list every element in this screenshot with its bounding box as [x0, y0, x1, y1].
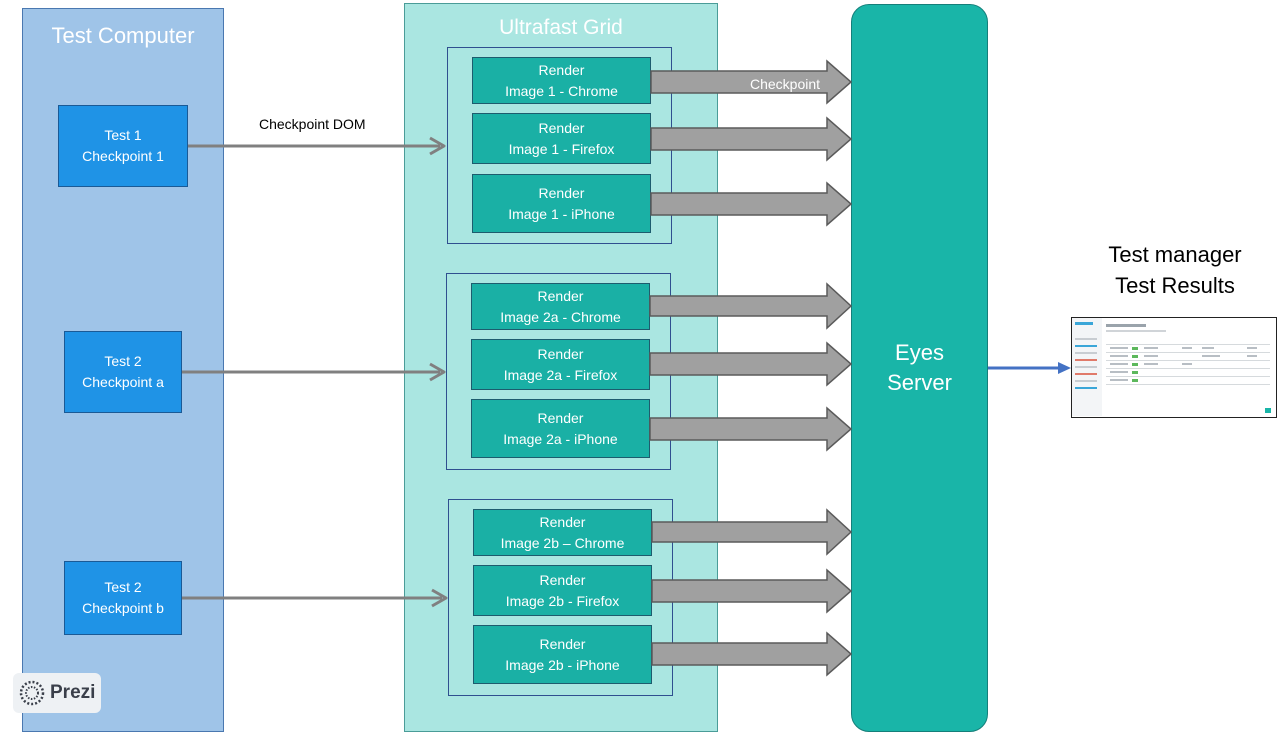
- render-label: Render: [537, 345, 584, 362]
- checkpoint-block-arrow-9: [651, 631, 853, 677]
- render-image-2a-firefox: Render Image 2a - Firefox: [471, 339, 650, 390]
- render-image-2b-firefox: Render Image 2b - Firefox: [473, 565, 652, 616]
- checkpoint-block-arrow-5: [649, 341, 853, 387]
- render-target: Image 2a - Firefox: [503, 366, 618, 383]
- ultrafast-grid-title: Ultrafast Grid: [499, 16, 623, 39]
- test-manager-line1: Test manager: [1108, 242, 1242, 267]
- render-label: Render: [539, 571, 586, 588]
- checkpoint-dom-arrowhead-3: [431, 588, 448, 608]
- test-manager-title: Test manager Test Results: [1090, 239, 1260, 301]
- checkpoint-block-arrow-7: [651, 508, 853, 556]
- checkpoint-block-arrow-2: [650, 116, 853, 162]
- render-image-1-iphone: Render Image 1 - iPhone: [472, 174, 651, 233]
- render-target: Image 1 - iPhone: [508, 205, 615, 222]
- eyes-server: Eyes Server: [851, 4, 988, 732]
- checkpoint-block-arrow-4: [649, 282, 853, 330]
- render-label: Render: [538, 119, 585, 136]
- checkpoint-dom-arrowhead-2: [429, 362, 446, 382]
- render-image-1-chrome: Render Image 1 - Chrome: [472, 57, 651, 104]
- prezi-badge: Prezi: [13, 673, 101, 713]
- checkpoint-block-arrow-6: [649, 406, 853, 452]
- test-1-checkpoint-1-box: Test 1 Checkpoint 1: [58, 105, 188, 187]
- test-2a-line1: Test 2: [104, 353, 142, 369]
- test-2-checkpoint-b-box: Test 2 Checkpoint b: [64, 561, 182, 635]
- render-image-1-firefox: Render Image 1 - Firefox: [472, 113, 651, 164]
- render-label: Render: [538, 61, 585, 78]
- test-1-line2: Checkpoint 1: [82, 148, 164, 164]
- checkpoint-block-arrow-1: [650, 59, 853, 105]
- results-arrowhead: [1058, 362, 1071, 374]
- checkpoint-dom-label: Checkpoint DOM: [259, 116, 366, 132]
- render-image-2b-iphone: Render Image 2b - iPhone: [473, 625, 652, 684]
- test-results-screenshot-icon: [1072, 318, 1275, 416]
- eyes-server-line2: Server: [887, 370, 952, 395]
- test-2b-line1: Test 2: [104, 579, 142, 595]
- render-target: Image 2a - iPhone: [503, 430, 618, 447]
- eyes-server-line1: Eyes: [895, 340, 944, 365]
- render-label: Render: [539, 635, 586, 652]
- test-results-thumbnail: [1071, 317, 1277, 418]
- render-target: Image 2b - iPhone: [505, 656, 620, 673]
- render-image-2a-chrome: Render Image 2a - Chrome: [471, 283, 650, 330]
- test-2b-line2: Checkpoint b: [82, 600, 164, 616]
- checkpoint-block-arrow-3: [650, 181, 853, 227]
- test-1-line1: Test 1: [104, 127, 142, 143]
- test-2-checkpoint-a-box: Test 2 Checkpoint a: [64, 331, 182, 413]
- checkpoint-block-arrow-8: [651, 568, 853, 614]
- render-target: Image 2b - Firefox: [505, 592, 620, 609]
- render-image-2b-chrome: Render Image 2b – Chrome: [473, 509, 652, 556]
- checkpoint-dom-arrowhead-1: [429, 136, 446, 156]
- render-target: Image 2b – Chrome: [500, 534, 625, 551]
- test-computer-title: Test Computer: [51, 23, 195, 48]
- render-label: Render: [537, 287, 584, 304]
- test-2a-line2: Checkpoint a: [82, 374, 164, 390]
- prezi-logo-icon: [19, 680, 45, 706]
- render-target: Image 1 - Chrome: [505, 82, 618, 99]
- prezi-label: Prezi: [50, 682, 96, 703]
- test-manager-line2: Test Results: [1115, 273, 1235, 298]
- render-label: Render: [538, 184, 585, 201]
- render-target: Image 1 - Firefox: [508, 140, 615, 157]
- render-label: Render: [539, 513, 586, 530]
- checkpoint-label: Checkpoint: [750, 76, 821, 92]
- render-target: Image 2a - Chrome: [500, 308, 621, 325]
- render-label: Render: [537, 409, 584, 426]
